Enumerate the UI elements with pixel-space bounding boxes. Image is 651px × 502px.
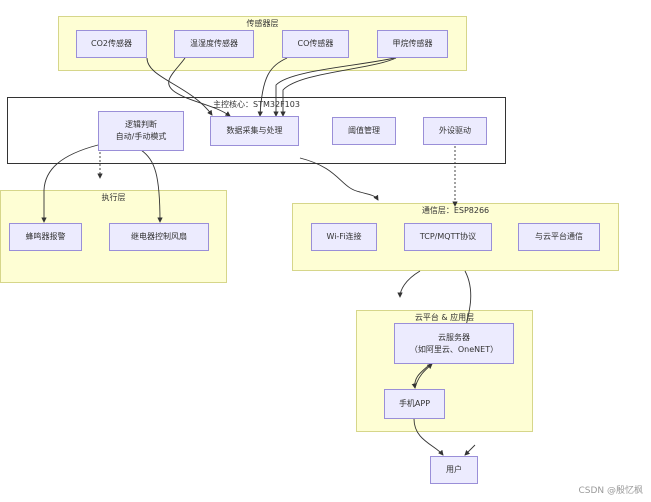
logic-node: 逻辑判断 自动/手动模式 bbox=[98, 111, 184, 151]
logic-label-1: 逻辑判断 bbox=[125, 120, 157, 129]
edge-logic-to-buzzer bbox=[41, 144, 99, 223]
phone-app-node: 手机APP bbox=[384, 389, 445, 419]
edge-comm-to-cloud-right bbox=[464, 270, 472, 331]
cloud-comm-node: 与云平台通信 bbox=[518, 223, 600, 251]
relay-fan-node: 继电器控制风扇 bbox=[109, 223, 209, 251]
tcp-mqtt-node: TCP/MQTT协议 bbox=[404, 223, 492, 251]
wifi-node: Wi-Fi连接 bbox=[311, 223, 377, 251]
watermark: CSDN @殷忆枫 bbox=[578, 486, 643, 496]
cloud-server-label-2: （如阿里云、OneNET） bbox=[409, 344, 499, 354]
edge-app-to-user bbox=[413, 418, 444, 456]
temp-humidity-sensor-label: 温湿度传感器 bbox=[190, 39, 238, 48]
comm-layer-title: 通信层：ESP8266 bbox=[421, 206, 490, 215]
edge-cloud-to-user bbox=[464, 444, 476, 456]
user-node: 用户 bbox=[430, 456, 478, 484]
edge-logic-to-relay bbox=[140, 149, 163, 223]
wifi-label: Wi-Fi连接 bbox=[326, 232, 362, 241]
methane-sensor-node: 甲烷传感器 bbox=[377, 30, 448, 58]
edge-comm-to-cloud-left bbox=[397, 270, 421, 298]
exec-layer-title: 执行层 bbox=[101, 193, 126, 202]
threshold-label: 阈值管理 bbox=[348, 126, 380, 135]
phone-app-label: 手机APP bbox=[398, 399, 431, 408]
threshold-node: 阈值管理 bbox=[332, 117, 396, 145]
cloud-server-label-1: 云服务器 bbox=[438, 332, 470, 342]
peripheral-node: 外设驱动 bbox=[423, 117, 487, 145]
logic-label-2: 自动/手动模式 bbox=[115, 132, 167, 141]
cloud-layer-title: 云平台 & 应用层 bbox=[414, 313, 475, 322]
data-processing-label: 数据采集与处理 bbox=[226, 126, 283, 135]
co-sensor-label: CO传感器 bbox=[297, 39, 334, 48]
edge-co2-to-dataproc bbox=[146, 57, 213, 116]
edge-app-server bbox=[414, 363, 433, 389]
edge-dataproc-to-comm bbox=[299, 157, 379, 201]
edge-co-to-dataproc bbox=[257, 57, 288, 117]
edge-methane-to-dataproc bbox=[273, 57, 395, 117]
cloud-comm-label: 与云平台通信 bbox=[535, 232, 583, 241]
user-label: 用户 bbox=[446, 465, 462, 474]
edge-methane-to-dataproc-2 bbox=[280, 57, 397, 117]
buzzer-label: 蜂鸣器报警 bbox=[25, 232, 66, 241]
co2-sensor-label: CO2传感器 bbox=[91, 39, 132, 48]
methane-sensor-label: 甲烷传感器 bbox=[392, 39, 433, 48]
co2-sensor-node: CO2传感器 bbox=[76, 30, 147, 58]
peripheral-label: 外设驱动 bbox=[439, 126, 471, 135]
relay-fan-label: 继电器控制风扇 bbox=[131, 232, 187, 241]
co-sensor-node: CO传感器 bbox=[282, 30, 349, 58]
buzzer-node: 蜂鸣器报警 bbox=[9, 223, 82, 251]
tcp-mqtt-label: TCP/MQTT协议 bbox=[419, 232, 477, 241]
temp-humidity-sensor-node: 温湿度传感器 bbox=[174, 30, 254, 58]
edge-temphum-to-dataproc bbox=[168, 57, 231, 117]
data-processing-node: 数据采集与处理 bbox=[210, 116, 299, 146]
core-title: 主控核心：STM32F103 bbox=[213, 100, 300, 109]
cloud-server-node: 云服务器 （如阿里云、OneNET） bbox=[394, 323, 514, 364]
sensor-layer-title: 传感器层 bbox=[246, 19, 279, 28]
